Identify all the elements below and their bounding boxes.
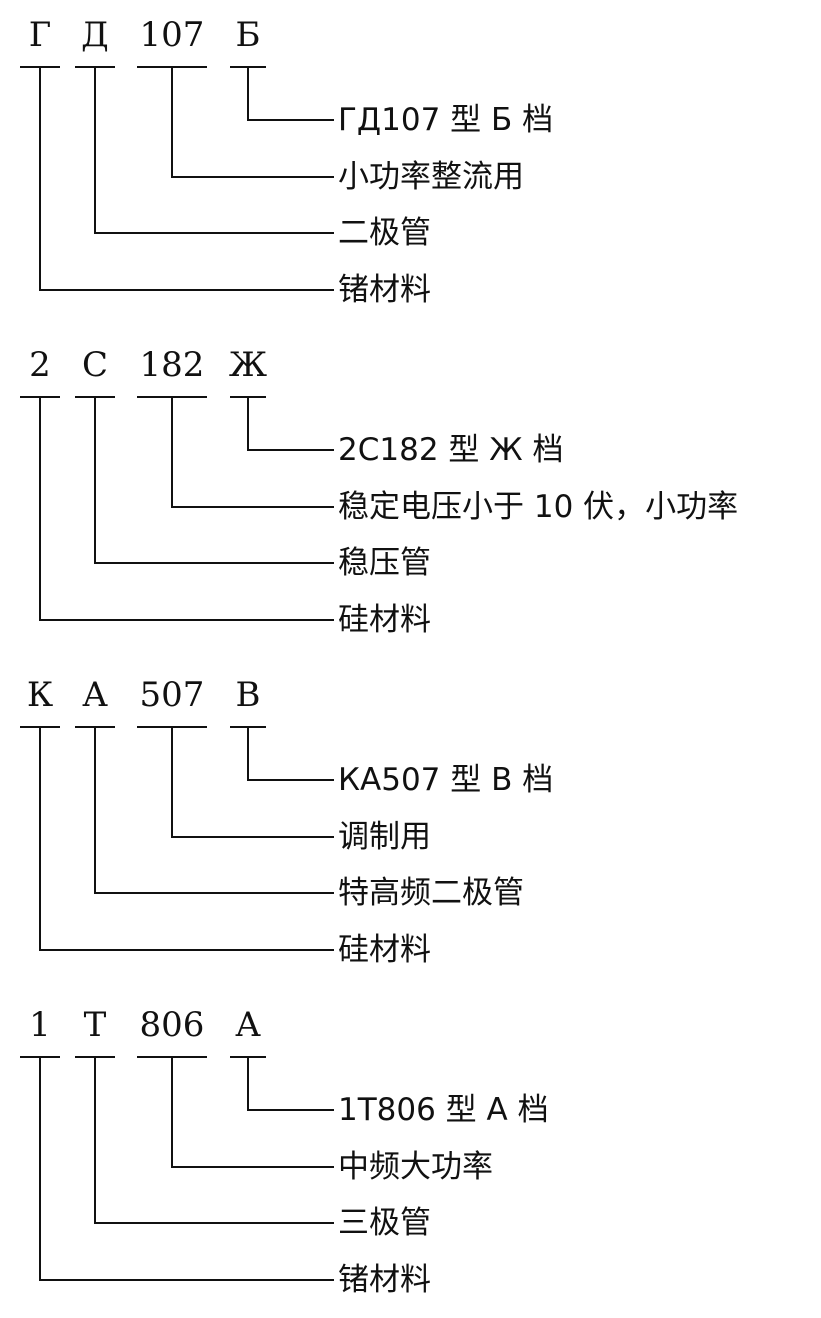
leader-line bbox=[39, 1057, 334, 1281]
leader-line bbox=[247, 67, 334, 121]
meaning-label: 调制用 bbox=[338, 819, 431, 855]
code-part: А bbox=[82, 675, 108, 715]
code-part: 107 bbox=[139, 15, 205, 55]
meaning-label: 锗材料 bbox=[338, 1262, 431, 1298]
code-part: В bbox=[235, 675, 261, 715]
leader-line bbox=[94, 67, 334, 234]
leader-line bbox=[94, 397, 334, 564]
meaning-label: 小功率整流用 bbox=[338, 159, 524, 195]
code-part: Г bbox=[28, 15, 52, 55]
leader-line bbox=[39, 727, 334, 951]
connector-lines bbox=[20, 1056, 334, 1281]
code-part: 2 bbox=[29, 345, 51, 385]
code-part: Б bbox=[235, 15, 261, 55]
leader-line bbox=[247, 727, 334, 781]
meaning-label: 锗材料 bbox=[338, 272, 431, 308]
meaning-label: 1Т806 型 А 档 bbox=[338, 1092, 549, 1128]
leader-line bbox=[171, 397, 334, 508]
code-part: Д bbox=[81, 15, 109, 55]
code-part: 507 bbox=[139, 675, 205, 715]
code-part: А bbox=[235, 1005, 261, 1045]
code-part: С bbox=[81, 345, 108, 385]
code-part: Ж bbox=[228, 345, 268, 385]
meaning-label: 三极管 bbox=[338, 1205, 431, 1241]
leader-line bbox=[94, 1057, 334, 1224]
meaning-label: 特高频二极管 bbox=[338, 875, 524, 911]
meaning-label: 稳定电压小于 10 伏，小功率 bbox=[338, 489, 739, 525]
connector-lines bbox=[20, 396, 334, 621]
leader-line bbox=[247, 1057, 334, 1111]
meaning-label: КА507 型 В 档 bbox=[338, 762, 554, 798]
leader-line bbox=[247, 397, 334, 451]
code-part: К bbox=[26, 675, 54, 715]
meaning-label: 中频大功率 bbox=[338, 1149, 493, 1185]
leader-line bbox=[171, 1057, 334, 1168]
meaning-label: 硅材料 bbox=[338, 932, 431, 968]
meaning-label: ГД107 型 Б 档 bbox=[338, 102, 554, 138]
code-part: 1 bbox=[29, 1005, 51, 1045]
leader-line bbox=[39, 397, 334, 621]
meaning-label: 稳压管 bbox=[338, 545, 431, 581]
connector-lines bbox=[20, 66, 334, 291]
leader-line bbox=[171, 67, 334, 178]
meaning-label: 二极管 bbox=[338, 215, 431, 251]
leader-line bbox=[39, 67, 334, 291]
code-part: 806 bbox=[139, 1005, 205, 1045]
leader-line bbox=[94, 727, 334, 894]
meaning-label: 2С182 型 Ж 档 bbox=[338, 432, 564, 468]
meaning-label: 硅材料 bbox=[338, 602, 431, 638]
code-part: Т bbox=[83, 1005, 107, 1045]
leader-line bbox=[171, 727, 334, 838]
connector-lines bbox=[20, 726, 334, 951]
code-part: 182 bbox=[139, 345, 205, 385]
